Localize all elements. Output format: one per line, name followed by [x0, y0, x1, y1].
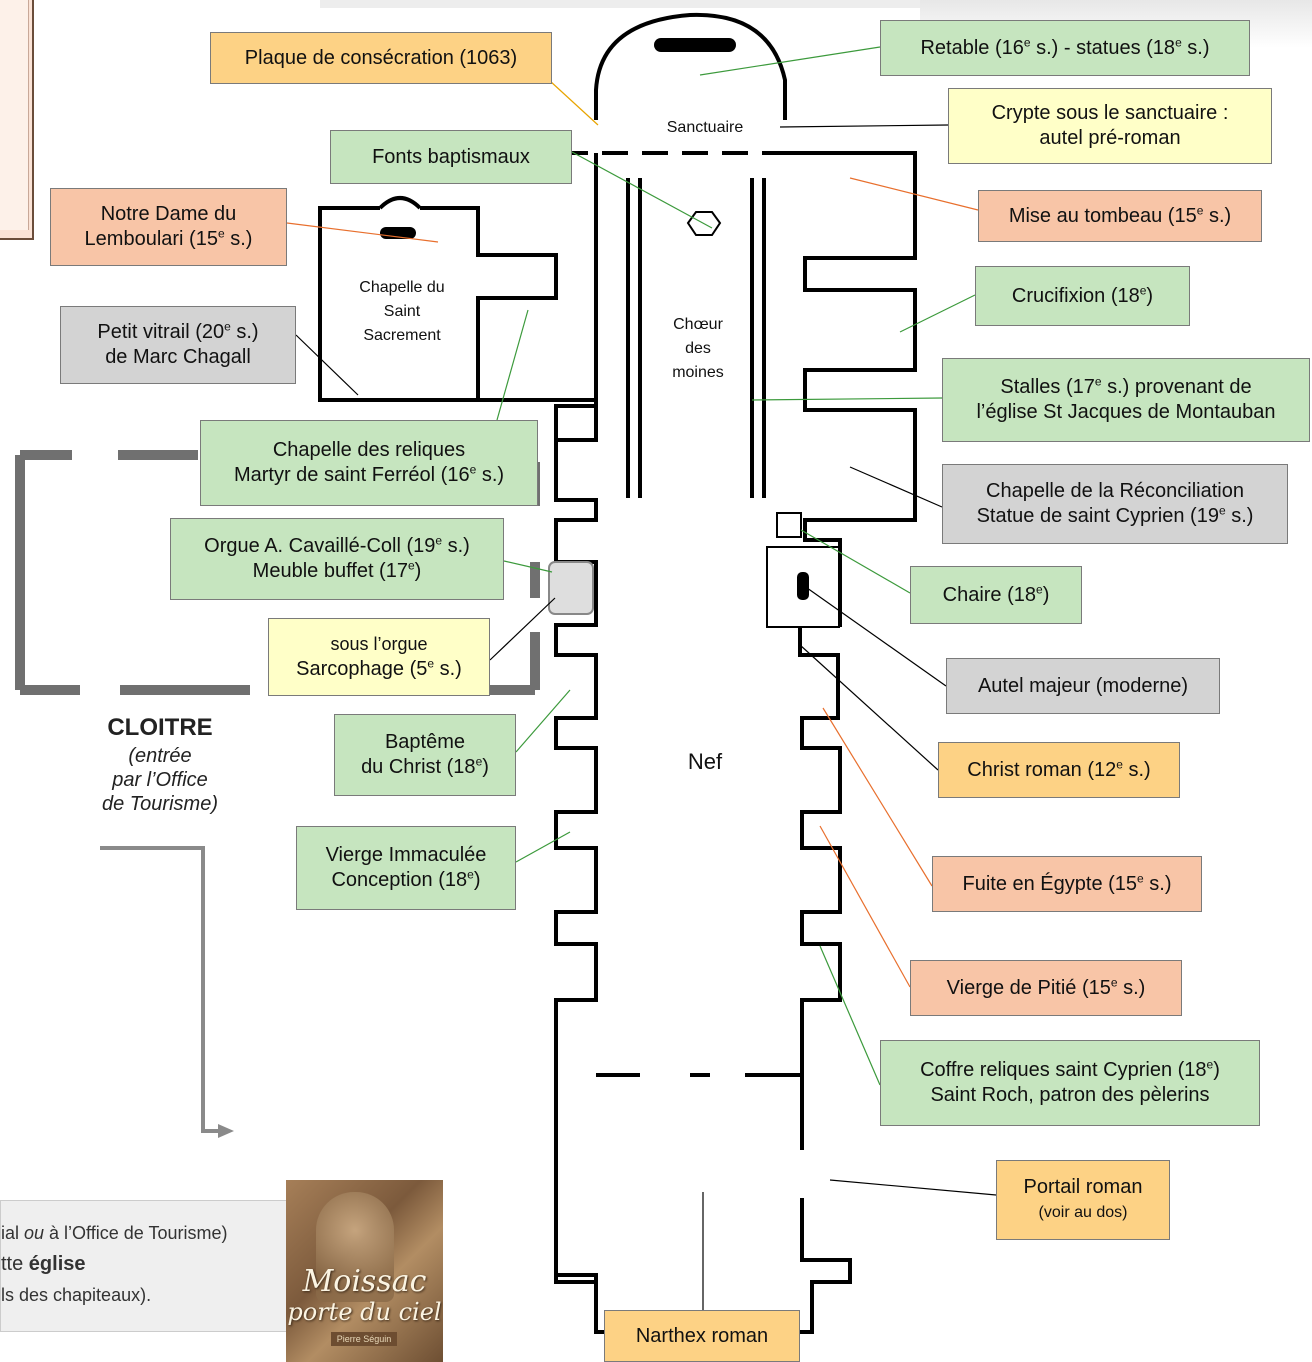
top-header-strip	[320, 0, 920, 8]
label-reconciliation: Chapelle de la Réconciliation Statue de …	[942, 464, 1288, 544]
arrow-head	[218, 1124, 234, 1138]
cloister-title: CLOITRE	[107, 714, 213, 741]
label-fuite-egypte: Fuite en Égypte (15e s.)	[932, 856, 1202, 912]
label-fonts-baptismaux: Fonts baptismaux	[330, 130, 572, 184]
label-sarcophage: sous l’orgue Sarcophage (5e s.)	[268, 618, 490, 696]
label-vierge-pitie: Vierge de Pitié (15e s.)	[910, 960, 1182, 1016]
label-coffre-reliques: Coffre reliques saint Cyprien (18e) Sain…	[880, 1040, 1260, 1126]
label-bapteme: Baptême du Christ (18e)	[334, 714, 516, 796]
label-mise-au-tombeau: Mise au tombeau (15e s.)	[978, 190, 1262, 242]
label-portail-roman: Portail roman (voir au dos)	[996, 1160, 1170, 1240]
cloister-exit-arrow	[100, 846, 218, 1133]
cloister-subtitle: (entrée par l’Office de Tourisme)	[102, 745, 218, 815]
label-christ-roman: Christ roman (12e s.)	[938, 742, 1180, 798]
book-author: Pierre Séguin	[331, 1332, 397, 1346]
label-chaire: Chaire (18e)	[910, 566, 1082, 624]
book-title: Moissac porte du ciel	[287, 1264, 442, 1326]
label-notre-dame: Notre Dame du Lemboulari (15e s.)	[50, 188, 287, 266]
chapel-saint-sacrement-label: Chapelle du Saint Sacrement	[359, 279, 445, 344]
label-autel-majeur: Autel majeur (moderne)	[946, 658, 1220, 714]
info-panel: ial ou à l’Office de Tourisme) tte églis…	[0, 1200, 292, 1332]
label-stalles: Stalles (17e s.) provenant de l’église S…	[942, 358, 1310, 442]
church-walls	[318, 151, 917, 1334]
label-petit-vitrail: Petit vitrail (20e s.) de Marc Chagall	[60, 306, 296, 384]
cloister-label: CLOITRE (entrée par l’Office de Tourisme…	[60, 712, 260, 816]
organ	[548, 561, 594, 615]
book-cover-image: Moissac porte du ciel Pierre Séguin	[286, 1180, 443, 1362]
chapel-arch	[378, 196, 422, 210]
label-crucifixion: Crucifixion (18e)	[975, 266, 1190, 326]
label-narthex-roman: Narthex roman	[604, 1310, 800, 1362]
sanctuary-label: Sanctuaire	[666, 119, 744, 136]
main-altar	[797, 572, 809, 600]
label-orgue: Orgue A. Cavaillé-Coll (19e s.) Meuble b…	[170, 518, 504, 600]
label-vierge-immaculee: Vierge Immaculée Conception (18e)	[296, 826, 516, 910]
pulpit	[776, 512, 802, 538]
apse-wall	[594, 12, 787, 120]
book-cover-sculpture	[316, 1192, 394, 1302]
choir-stalls	[626, 178, 766, 498]
choir-label: Chœur des moines	[672, 316, 724, 381]
nave-label: Nef	[687, 749, 723, 774]
leader-lines	[286, 46, 997, 1310]
label-retable: Retable (16e s.) - statues (18e s.)	[880, 20, 1250, 76]
label-crypte: Crypte sous le sanctuaire : autel pré-ro…	[948, 88, 1272, 164]
apse-altar	[654, 38, 736, 52]
label-chapelle-reliques: Chapelle des reliques Martyr de saint Fe…	[200, 420, 538, 506]
corner-panel	[0, 0, 34, 240]
label-plaque-consecration: Plaque de consécration (1063)	[210, 32, 552, 84]
